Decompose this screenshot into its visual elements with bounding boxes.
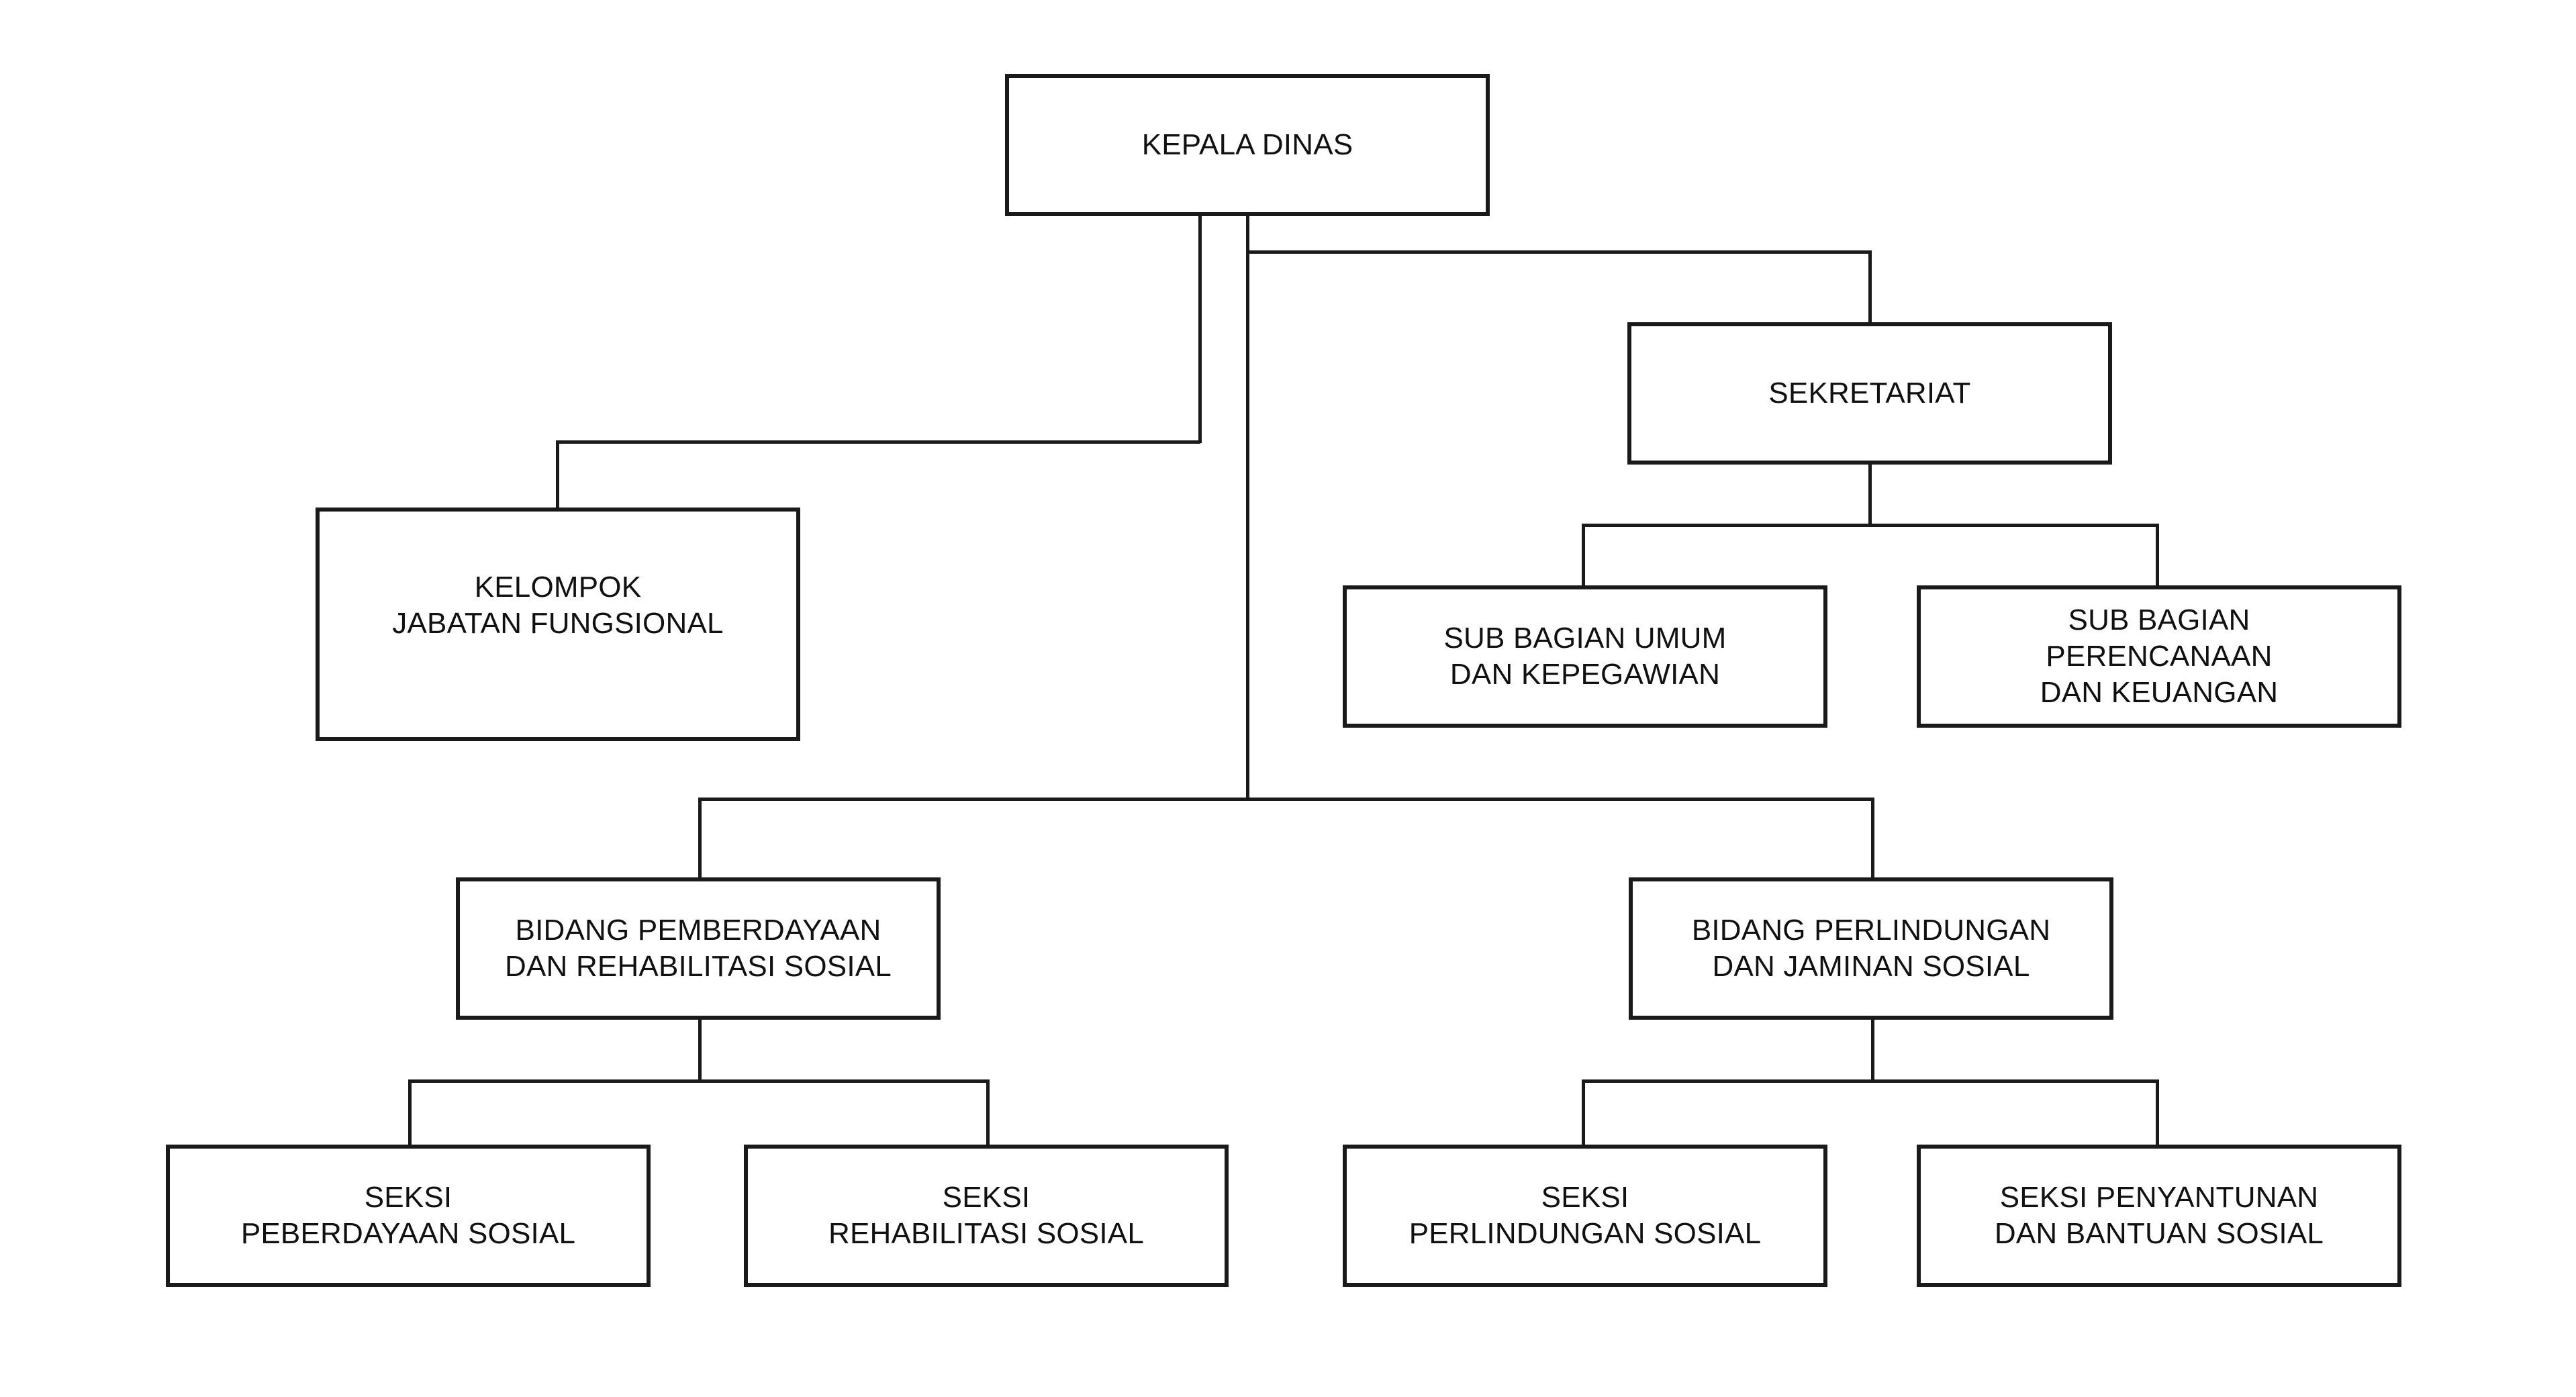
node-sub-bagian-umum-dan-kepegawian[interactable]: SUB BAGIAN UMUM DAN KEPEGAWIAN [1343,585,1827,728]
connector-bidang-distribution-bar [698,798,1874,801]
node-seksi-perlindungan-sosial[interactable]: SEKSI PERLINDUNGAN SOSIAL [1343,1145,1827,1287]
connector-seksi-perlindungan-sosial-drop [1582,1079,1585,1145]
node-label: KEPALA DINAS [1141,128,1353,162]
connector-seksi-penyantunan-drop [2156,1079,2159,1145]
node-seksi-rehabilitasi-sosial[interactable]: SEKSI REHABILITASI SOSIAL [744,1145,1229,1287]
connector-bidang-pemberdayaan-drop [698,798,702,878]
node-bidang-pemberdayaan-dan-rehabilitasi-sosial[interactable]: BIDANG PEMBERDAYAAN DAN REHABILITASI SOS… [456,877,941,1020]
node-label: BIDANG PEMBERDAYAAN DAN REHABILITASI SOS… [505,914,892,983]
node-label: SEKSI PERLINDUNGAN SOSIAL [1409,1181,1762,1250]
node-label: KELOMPOK JABATAN FUNGSIONAL [392,571,724,640]
connector-fungsional-drop [556,440,559,509]
node-label: SEKSI REHABILITASI SOSIAL [828,1181,1145,1250]
connector-fungsional-horizontal [556,440,1200,444]
node-kelompok-jabatan-fungsional[interactable]: KELOMPOK JABATAN FUNGSIONAL [316,508,800,741]
node-sekretariat[interactable]: SEKRETARIAT [1627,322,2112,465]
connector-kepala-to-sekretariat-horizontal [1246,250,1871,254]
connector-kepala-to-fungsional-stem [1198,215,1202,443]
node-sub-bagian-perencanaan-dan-keuangan[interactable]: SUB BAGIAN PERENCANAAN DAN KEUANGAN [1917,585,2401,728]
connector-bidang-pemberdayaan-stem [698,1018,702,1081]
connector-seksi-rehabilitasi-sosial-drop [986,1079,990,1145]
connector-sekretariat-stem [1868,463,1872,525]
connector-seksi-pemberdayaan-distribution-bar [408,1079,990,1083]
node-label: SEKRETARIAT [1768,377,1971,410]
connector-sekretariat-drop [1868,250,1872,323]
node-label: SUB BAGIAN PERENCANAAN DAN KEUANGAN [2040,604,2279,709]
node-label: SEKSI PENYANTUNAN DAN BANTUAN SOSIAL [1994,1181,2324,1250]
node-label: SUB BAGIAN UMUM DAN KEPEGAWIAN [1443,622,1727,691]
connector-sub-bagian-umum-drop [1582,524,1585,587]
connector-seksi-perlindungan-distribution-bar [1582,1079,2159,1083]
connector-sekretariat-distribution-bar [1582,524,2159,527]
node-label: BIDANG PERLINDUNGAN DAN JAMINAN SOSIAL [1691,914,2051,983]
connector-bidang-perlindungan-drop [1871,798,1874,878]
node-seksi-penyantunan-dan-bantuan-sosial[interactable]: SEKSI PENYANTUNAN DAN BANTUAN SOSIAL [1917,1145,2401,1287]
connector-sub-bagian-perencanaan-drop [2156,524,2159,587]
node-bidang-perlindungan-dan-jaminan-sosial[interactable]: BIDANG PERLINDUNGAN DAN JAMINAN SOSIAL [1629,877,2113,1020]
node-seksi-peberdayaan-sosial[interactable]: SEKSI PEBERDAYAAN SOSIAL [166,1145,651,1287]
connector-kepala-main-trunk [1246,215,1249,800]
node-kepala-dinas[interactable]: KEPALA DINAS [1005,74,1490,216]
connector-seksi-peberdayaan-sosial-drop [408,1079,412,1145]
node-label: SEKSI PEBERDAYAAN SOSIAL [240,1181,576,1250]
connector-bidang-perlindungan-stem [1871,1018,1874,1081]
